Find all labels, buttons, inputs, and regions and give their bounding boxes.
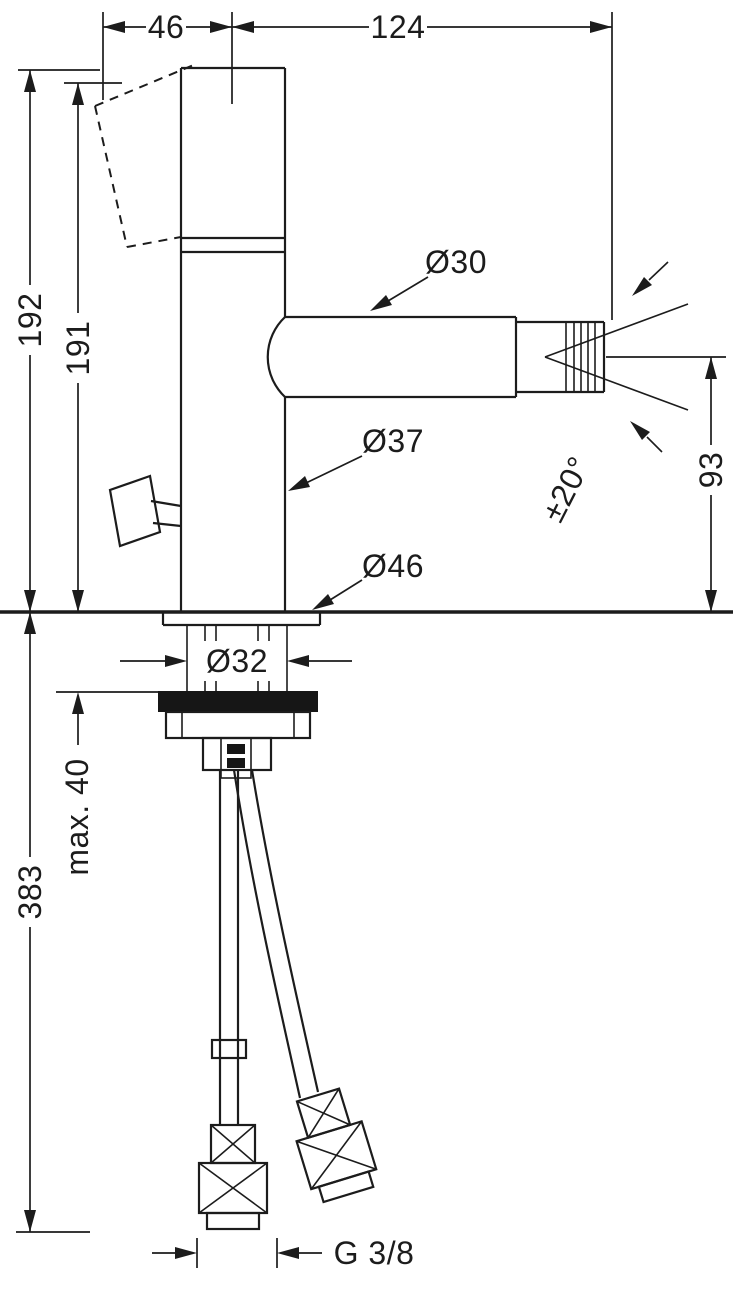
label-dia46: Ø46 xyxy=(362,548,424,584)
spout xyxy=(266,315,518,399)
mounting-surface xyxy=(0,610,733,627)
dimension-383 xyxy=(16,612,90,1233)
label-46: 46 xyxy=(148,9,185,45)
dimension-dia32 xyxy=(120,641,352,681)
label-dia32: Ø32 xyxy=(206,643,268,679)
leader-dia30 xyxy=(370,276,429,311)
mounting-nut xyxy=(164,710,312,740)
label-124: 124 xyxy=(371,9,426,45)
label-dia30: Ø30 xyxy=(425,244,487,280)
label-93: 93 xyxy=(693,452,729,489)
hose-connector-right xyxy=(295,1087,378,1204)
hose-connector-left xyxy=(197,1123,269,1231)
handle-tilted-dashed xyxy=(94,63,197,248)
leader-dia37 xyxy=(288,455,363,491)
side-lever xyxy=(108,474,182,548)
label-angle20: ±20° xyxy=(535,451,598,528)
supply-hose-left xyxy=(210,770,248,1125)
aerator xyxy=(516,320,606,394)
dimension-max40 xyxy=(56,691,158,745)
dimension-192 xyxy=(18,69,100,612)
supply-hose-right xyxy=(232,769,320,1099)
dimension-93 xyxy=(606,356,726,612)
washer xyxy=(158,691,318,712)
label-191: 191 xyxy=(60,321,96,376)
faucet-body xyxy=(179,66,287,612)
dimension-191 xyxy=(64,82,122,612)
leader-dia46 xyxy=(312,579,363,610)
dimension-thread xyxy=(152,1238,322,1268)
label-max40: max. 40 xyxy=(59,758,95,875)
label-383: 383 xyxy=(12,865,48,920)
label-192: 192 xyxy=(12,293,48,348)
label-dia37: Ø37 xyxy=(362,423,424,459)
swivel-range xyxy=(544,261,689,453)
label-thread: G 3/8 xyxy=(334,1235,415,1271)
dimension-46-124 xyxy=(102,12,613,320)
